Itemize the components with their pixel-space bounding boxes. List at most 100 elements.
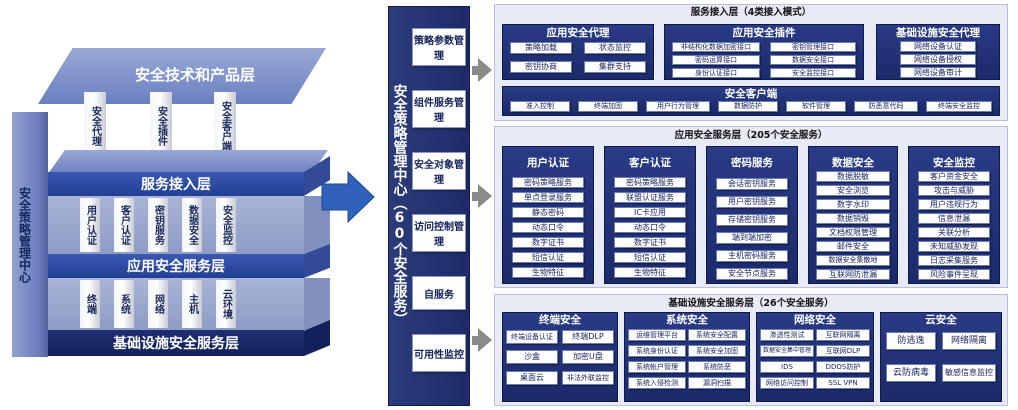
mgmt-button-access[interactable]: 访问控制管理: [412, 214, 466, 252]
terminal-security-item: 加密U盘: [562, 350, 614, 364]
data-security-item: 数字水印: [816, 199, 890, 210]
mgmt-button-object[interactable]: 安全对象管理: [412, 152, 466, 190]
terminal-security-title: 终端安全: [539, 314, 581, 326]
client-item: 防恶意代码: [854, 101, 918, 112]
user-auth-item: 动态口令: [512, 222, 584, 233]
service-column-1: 用户认证: [80, 198, 100, 252]
base-column-3: 网络: [148, 280, 168, 328]
client-item: 终端加固: [578, 101, 638, 112]
app-proxy-title: 应用安全代理: [546, 26, 610, 39]
crypto-service-item: 安全节点服务: [716, 268, 788, 280]
system-security-item: 系统防恶: [688, 361, 746, 373]
app-plugin-title: 应用安全插件: [732, 26, 796, 39]
mgmt-button-availability[interactable]: 可用性监控: [412, 334, 466, 372]
monitoring-item: 攻击与威胁: [918, 185, 990, 196]
data-security-item: 互联网防泄漏: [816, 269, 890, 280]
arrow-right-icon: [478, 328, 492, 352]
app-proxy-item: 状态监控: [584, 42, 646, 54]
customer-auth-item: 动态口令: [614, 222, 686, 233]
customer-auth-item: IC卡应用: [614, 207, 686, 218]
app-proxy-item: 策略加载: [510, 42, 572, 54]
transition-arrow-icon: [321, 170, 375, 224]
cloud-security-item: 云防病毒: [886, 364, 936, 382]
monitoring-title: 安全监控: [933, 156, 975, 169]
monitoring-item: 信息泄漏: [918, 213, 990, 224]
system-security-title: 系统安全: [666, 314, 708, 326]
terminal-security-item: 桌面云: [506, 371, 558, 385]
network-security-item: IDS: [760, 361, 814, 373]
grey-arrow-tail-1: [472, 66, 478, 75]
crypto-service-item: 会话密钥服务: [716, 178, 788, 190]
system-security-item: 系统帐户管理: [628, 361, 686, 373]
infra-proxy-item: 网络设备审计: [900, 67, 976, 78]
mgmt-button-policy[interactable]: 策略参数管理: [412, 28, 466, 66]
base-face-side: [304, 278, 330, 330]
stack-side-label: 安全策略管理中心: [17, 186, 32, 283]
system-security-item: 运维管理平台: [628, 329, 686, 341]
network-security-item: 数据安全集中管理: [760, 345, 814, 357]
mgmt-center-title: 安全策略管理中心（60个安全服务）: [391, 84, 408, 326]
infra-proxy-item: 网络设备授权: [900, 54, 976, 65]
base-column-4: 主机: [182, 280, 202, 328]
user-auth-item: 数字证书: [512, 237, 584, 248]
base-column-2: 系统: [114, 280, 134, 328]
mgmt-button-self-service[interactable]: 自服务: [412, 276, 466, 310]
app-proxy-item: 集群支持: [584, 61, 646, 73]
mgmt-button-component[interactable]: 组件服务管理: [412, 90, 466, 128]
system-security-item: 系统身份认证: [628, 345, 686, 357]
monitoring-item: 客户资金安全: [918, 171, 990, 182]
grey-arrow-tail-3: [472, 336, 478, 345]
infra-proxy-item: 网络设备认证: [900, 41, 976, 52]
network-security-item: DDOS防护: [816, 361, 870, 373]
app-proxy-item: 密钥协商: [510, 61, 572, 73]
base-column-5: 云环境: [216, 280, 236, 328]
customer-auth-title: 客户认证: [629, 156, 671, 169]
network-security-item: 渗透性测试: [760, 329, 814, 341]
crypto-service-item: 存储密钥服务: [716, 214, 788, 226]
user-auth-item: 静态密码: [512, 207, 584, 218]
crypto-service-item: 主机密码服务: [716, 250, 788, 262]
system-security-item: 系统安全加固: [688, 345, 746, 357]
terminal-security-item: 沙盒: [506, 350, 558, 364]
system-security-item: 漏洞扫描: [688, 377, 746, 389]
top-layer-label: 安全技术和产品层: [134, 65, 255, 84]
data-security-title: 数据安全: [832, 156, 874, 169]
client-item: 数据防护: [718, 101, 778, 112]
service-column-2: 客户认证: [114, 198, 134, 252]
grey-arrow-tail-2: [472, 192, 478, 201]
top-column-1: 安全代理: [84, 92, 106, 160]
cloud-security-item: 防逃逸: [886, 332, 936, 350]
customer-auth-item: 生物特征: [614, 267, 686, 278]
app-plugin-item: 密钥管理接口: [770, 42, 856, 52]
top-column-2: 安全插件: [150, 92, 172, 160]
arrow-right-icon: [478, 58, 492, 82]
network-security-item: 互联网隔离: [816, 329, 870, 341]
client-item: 终端安全监控: [926, 101, 992, 112]
cloud-security-item: 敏感信息监控: [942, 364, 996, 382]
data-security-item: 安全浏览: [816, 185, 890, 196]
user-auth-item: 密码策略服务: [512, 177, 584, 188]
monitoring-item: 风险事件呈现: [918, 269, 990, 280]
monitoring-item: 未知威胁发现: [918, 241, 990, 252]
stack-side-band: 安全策略管理中心: [12, 112, 38, 357]
user-auth-title: 用户认证: [527, 156, 569, 169]
user-auth-item: 生物特征: [512, 267, 584, 278]
base-column-1: 终端: [80, 280, 100, 328]
cloud-security-item: 网络隔离: [942, 332, 996, 350]
app-plugin-item: 密码运算接口: [672, 55, 760, 65]
system-security-item: 系统安全配置: [688, 329, 746, 341]
network-security-title: 网络安全: [794, 314, 836, 326]
cloud-security-box: [880, 312, 1002, 402]
crypto-service-item: 用户密钥服务: [716, 196, 788, 208]
customer-auth-item: 数字证书: [614, 237, 686, 248]
service-column-4: 数据安全: [182, 198, 202, 252]
infra-proxy-title: 基础设施安全代理: [896, 26, 980, 39]
monitoring-item: 日志采集服务: [918, 255, 990, 266]
client-title: 安全客户端: [724, 87, 778, 100]
client-item: 用户行为管理: [646, 101, 710, 112]
app-service-title: 应用安全服务层（205个安全服务）: [674, 130, 828, 141]
stack-side-edge: [38, 112, 48, 357]
terminal-security-item: 终端DLP: [562, 330, 614, 344]
data-security-item: 文档权限管理: [816, 227, 890, 238]
data-security-item: 邮件安全: [816, 241, 890, 252]
